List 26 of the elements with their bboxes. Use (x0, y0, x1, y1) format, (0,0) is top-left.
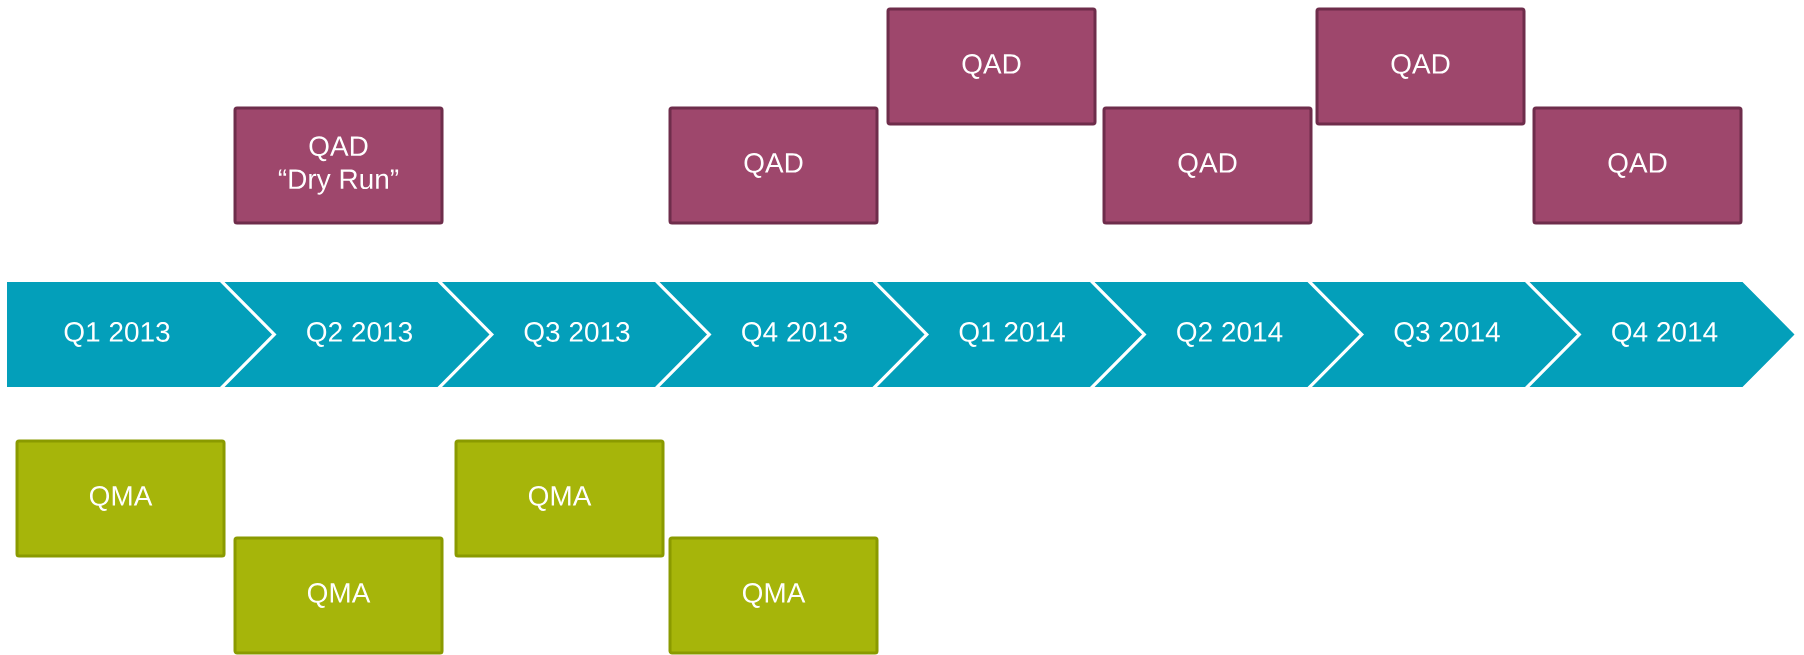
quarter-segment: Q3 2013 (442, 282, 707, 387)
qma-box: QMA (454, 439, 665, 558)
qma-box: QMA (15, 439, 226, 558)
qad-box: QAD (886, 7, 1097, 126)
quarter-segment: Q2 2013 (224, 282, 490, 387)
node-label: Q3 2013 (524, 322, 630, 347)
quarter-segment: Q3 2014 (1312, 282, 1577, 387)
node-label: Q4 2014 (1612, 322, 1718, 347)
node-label: Q2 2013 (307, 322, 412, 347)
qad-box: QAD (1102, 106, 1313, 225)
quarter-segment: Q4 2013 (659, 282, 925, 387)
qad-box: QAD (1532, 106, 1743, 225)
quarter-segment: Q1 2013 (7, 282, 272, 387)
qad-box: QAD “Dry Run” (233, 106, 444, 225)
qad-box: QAD (1315, 7, 1526, 126)
qma-box: QMA (233, 536, 444, 655)
node-label: Q2 2014 (1177, 322, 1283, 347)
node-label: Q4 2013 (742, 322, 847, 347)
qma-box: QMA (668, 536, 879, 655)
quarter-segment: Q1 2014 (877, 282, 1142, 387)
node-label: Q1 2013 (64, 322, 170, 347)
node-label: Q1 2014 (959, 322, 1065, 347)
node-label: Q3 2014 (1394, 322, 1500, 347)
quarter-segment: Q2 2014 (1094, 282, 1360, 387)
quarter-segment: Q4 2014 (1529, 282, 1795, 387)
qad-box: QAD (668, 106, 879, 225)
